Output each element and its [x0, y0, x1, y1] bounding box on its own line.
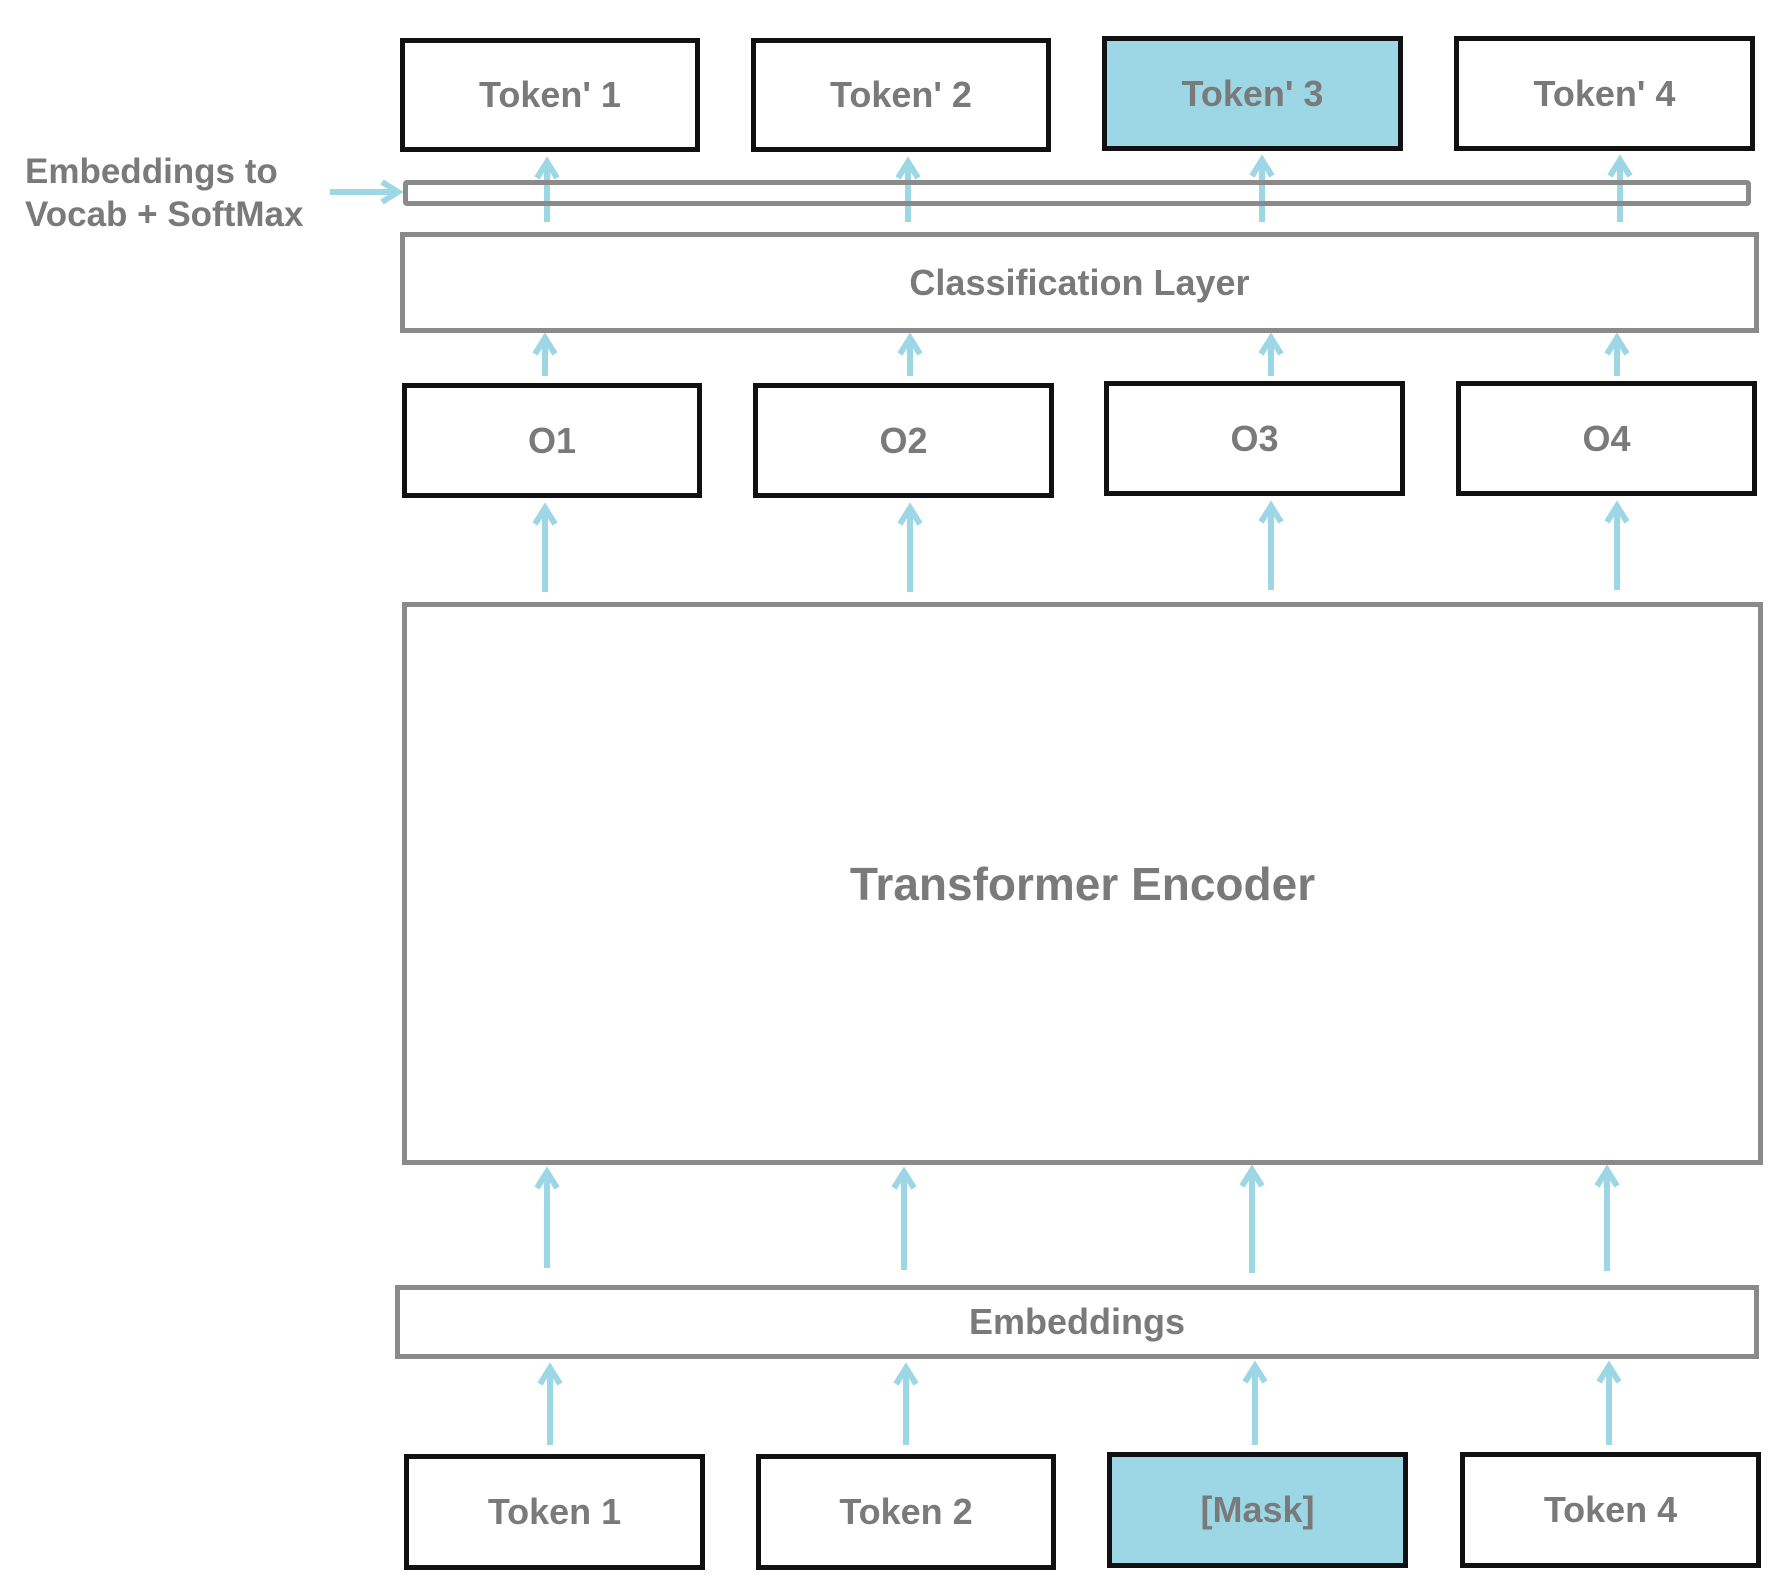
- arrow-input-3-to-embeddings: [1242, 1360, 1268, 1445]
- vocab-softmax-label-line1: Embeddings to: [25, 152, 278, 191]
- arrow-label-to-vocab-bar: [330, 179, 404, 205]
- arrow-encoder-to-o2: [897, 502, 923, 592]
- output-token-1: Token' 1: [400, 38, 700, 152]
- output-token-4: Token' 4: [1454, 36, 1755, 151]
- input-token-mask: [Mask]: [1107, 1452, 1408, 1568]
- vocab-softmax-label: Embeddings to Vocab + SoftMax: [25, 150, 335, 236]
- output-vector-o2: O2: [753, 383, 1054, 498]
- output-vector-o4: O4: [1456, 381, 1757, 496]
- arrow-encoder-to-o4: [1604, 500, 1630, 590]
- output-vector-o3: O3: [1104, 381, 1405, 496]
- arrow-input-1-to-embeddings: [537, 1362, 563, 1445]
- input-token-2: Token 2: [756, 1454, 1056, 1570]
- output-vector-o1: O1: [402, 383, 702, 498]
- input-token-4: Token 4: [1460, 1452, 1761, 1568]
- arrow-input-2-to-embeddings: [893, 1362, 919, 1445]
- arrow-o4-to-classification: [1604, 332, 1630, 376]
- arrow-encoder-to-o1: [532, 502, 558, 592]
- embeddings-layer: Embeddings: [395, 1285, 1759, 1359]
- output-token-2: Token' 2: [751, 38, 1051, 152]
- arrow-input-4-to-embeddings: [1596, 1360, 1622, 1445]
- input-token-1: Token 1: [404, 1454, 705, 1570]
- vocab-softmax-label-line2: Vocab + SoftMax: [25, 195, 304, 234]
- arrow-embeddings-to-encoder-1: [534, 1166, 560, 1268]
- arrow-embeddings-to-encoder-2: [891, 1166, 917, 1270]
- classification-layer: Classification Layer: [400, 232, 1759, 333]
- output-token-3-predicted: Token' 3: [1102, 36, 1403, 151]
- arrow-o3-to-classification: [1258, 332, 1284, 376]
- arrow-o1-to-classification: [532, 332, 558, 376]
- arrow-encoder-to-o3: [1258, 500, 1284, 590]
- arrow-embeddings-to-encoder-3: [1239, 1164, 1265, 1273]
- arrow-o2-to-classification: [897, 332, 923, 376]
- arrow-embeddings-to-encoder-4: [1594, 1164, 1620, 1271]
- vocab-softmax-bar: [403, 180, 1751, 206]
- transformer-encoder: Transformer Encoder: [402, 602, 1763, 1165]
